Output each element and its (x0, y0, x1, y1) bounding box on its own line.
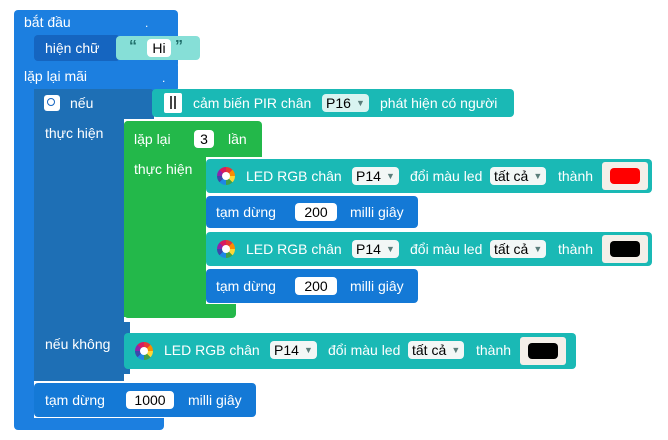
chevron-down-icon: ▼ (386, 171, 395, 181)
led-label: LED RGB chân (246, 241, 342, 257)
chevron-down-icon: ▼ (386, 244, 395, 254)
led-which-dropdown[interactable]: tất cả ▼ (490, 167, 547, 185)
do-label: thực hiện (134, 161, 193, 177)
chevron-down-icon: ▼ (304, 345, 313, 355)
forever-block-label: lặp lại mãi (24, 68, 88, 84)
color-wheel-icon (135, 342, 153, 360)
else-label: nếu không (45, 336, 111, 352)
chevron-down-icon: ▼ (451, 345, 461, 355)
chevron-down-icon: ▼ (533, 244, 543, 254)
pause-unit: milli giây (350, 278, 404, 294)
pause-label: tạm dừng (216, 278, 276, 294)
pir-label: cảm biến PIR chân (193, 95, 312, 111)
color-picker-block[interactable] (602, 162, 648, 190)
color-swatch[interactable] (528, 343, 558, 359)
pause-value-input[interactable]: 200 (295, 203, 337, 221)
color-swatch[interactable] (610, 168, 640, 184)
led-pin-value: P14 (356, 241, 381, 257)
led-label: LED RGB chân (246, 168, 342, 184)
pause-unit: milli giây (188, 392, 242, 408)
led-which-dropdown[interactable]: tất cả ▼ (490, 240, 547, 258)
start-block-dot: . (145, 16, 149, 30)
led-to-label: thành (558, 168, 594, 184)
repeat-block-spine (124, 121, 206, 317)
pause-label: tạm dừng (216, 204, 276, 220)
display-text-input[interactable]: Hi (147, 39, 171, 57)
led-pin-value: P14 (356, 168, 381, 184)
led-block[interactable] (124, 333, 576, 369)
color-swatch[interactable] (610, 241, 640, 257)
led-mid-label: đổi màu led (328, 342, 401, 358)
led-which-value: tất cả (412, 342, 447, 358)
pir-pin-dropdown[interactable]: P16 ▼ (322, 94, 369, 112)
led-mid-label: đổi màu led (410, 168, 483, 184)
led-pin-value: P14 (274, 342, 299, 358)
display-text-block[interactable] (34, 35, 120, 61)
gear-icon[interactable] (44, 95, 60, 111)
display-text-label: hiện chữ (45, 40, 100, 56)
forever-block-spine (14, 62, 34, 428)
forever-block-bottom (14, 418, 164, 430)
repeat-count-input[interactable]: 3 (194, 130, 214, 148)
pause-value-input[interactable]: 200 (295, 277, 337, 295)
chevron-down-icon: ▼ (356, 98, 365, 108)
forever-block-dot: . (162, 71, 166, 85)
close-quote-icon: ” (175, 38, 183, 55)
led-which-value: tất cả (494, 241, 529, 257)
color-wheel-icon (217, 167, 235, 185)
led-to-label: thành (558, 241, 594, 257)
led-block[interactable] (206, 159, 652, 193)
start-block-label: bắt đầu (24, 14, 71, 30)
led-mid-label: đổi màu led (410, 241, 483, 257)
forever-block[interactable] (14, 62, 178, 92)
color-picker-block[interactable] (602, 235, 648, 263)
led-pin-dropdown[interactable]: P14 ▼ (352, 167, 399, 185)
then-label: thực hiện (45, 125, 104, 141)
color-picker-block[interactable] (520, 337, 566, 365)
if-block-else-bar (34, 322, 130, 374)
led-block[interactable] (206, 232, 652, 266)
times-label: lần (228, 131, 247, 147)
pause-unit: milli giây (350, 204, 404, 220)
led-pin-dropdown[interactable]: P14 ▼ (352, 240, 399, 258)
if-label: nếu (70, 95, 94, 111)
chevron-down-icon: ▼ (533, 171, 543, 181)
pause-label: tạm dừng (45, 392, 105, 408)
led-label: LED RGB chân (164, 342, 260, 358)
repeat-block-bottom (124, 304, 236, 318)
led-to-label: thành (476, 342, 512, 358)
color-wheel-icon (217, 240, 235, 258)
repeat-label: lặp lại (134, 131, 171, 147)
pir-pin-value: P16 (326, 95, 351, 111)
pir-suffix: phát hiện có người (380, 95, 498, 111)
led-pin-dropdown[interactable]: P14 ▼ (270, 341, 317, 359)
pause-value-input[interactable]: 1000 (126, 391, 174, 409)
pir-sensor-icon (164, 93, 182, 113)
led-which-value: tất cả (494, 168, 529, 184)
open-quote-icon: “ (129, 38, 137, 55)
led-which-dropdown[interactable]: tất cả ▼ (408, 341, 465, 359)
